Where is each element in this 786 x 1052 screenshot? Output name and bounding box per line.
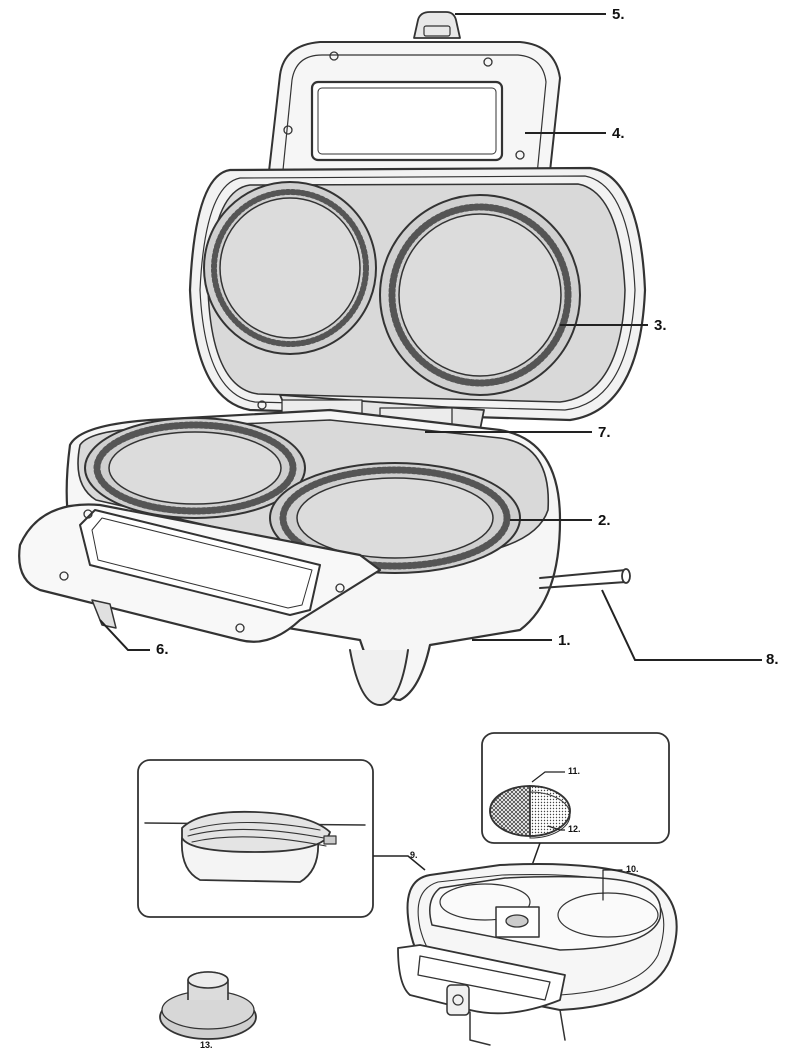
callout-11: 11. [568, 766, 581, 776]
inset-leader-9 [373, 855, 426, 871]
callout-10: 10. [626, 864, 639, 874]
callout-4: 4. [612, 125, 625, 142]
lower-left-mould [84, 417, 306, 519]
callout-2: 2. [598, 512, 611, 529]
pie-maker-closed [397, 863, 678, 1046]
callout-8: 8. [766, 651, 779, 668]
callout-6: 6. [156, 641, 169, 658]
callout-7: 7. [598, 424, 611, 441]
callout-3: 3. [654, 317, 667, 334]
upper-left-mould [203, 181, 377, 355]
front-latch [91, 599, 117, 629]
leader-lines-top [99, 13, 762, 661]
cutter-inset [481, 732, 670, 844]
closed-latch [446, 984, 470, 1016]
callout-13: 13. [200, 1040, 213, 1050]
callout-5: 5. [612, 6, 625, 23]
pie-maker-open [18, 11, 647, 706]
power-cord [539, 569, 627, 589]
cord-storage-inset [137, 759, 374, 918]
callout-9: 9. [410, 850, 418, 860]
callout-12: 12. [568, 824, 581, 834]
upper-right-mould [379, 194, 581, 396]
lid-latch [413, 11, 461, 39]
cutter-marker [505, 914, 529, 928]
coiled-cord [181, 810, 331, 853]
callout-1: 1. [558, 632, 571, 649]
base-foot [349, 649, 409, 706]
handle-window [310, 80, 504, 162]
base-handle-window [79, 509, 321, 616]
lower-right-mould [269, 462, 521, 574]
pastry-cutter-13 [159, 971, 257, 1040]
